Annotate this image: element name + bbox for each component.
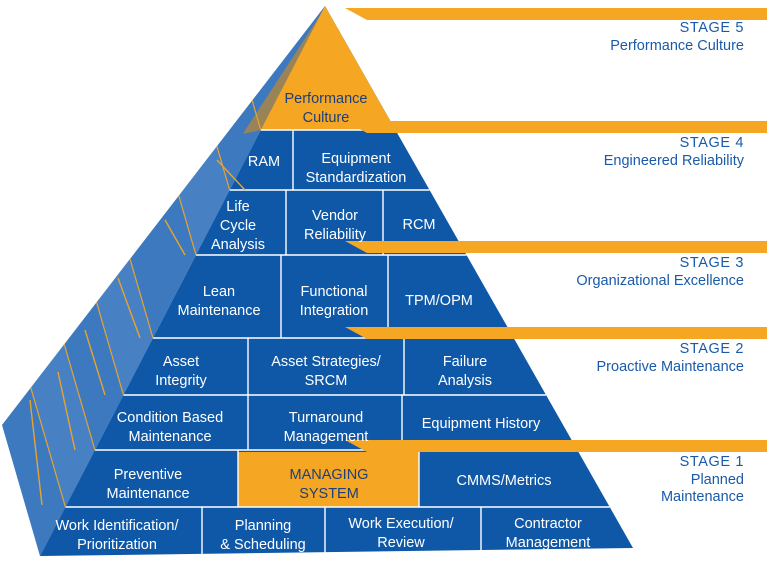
block-label-turnaround-management: Turnaround <box>289 410 363 426</box>
side-row-divider <box>95 302 125 396</box>
block-label-planning-scheduling: Planning <box>235 518 291 534</box>
left-face-strip <box>96 258 153 395</box>
front-face-shape <box>40 6 633 556</box>
block-label-tpm-opm: TPM/OPM <box>405 293 473 309</box>
block-label-planning-scheduling: & Scheduling <box>220 537 305 553</box>
stage-name: Organizational Excellence <box>576 273 744 289</box>
block-label-condition-based-maintenance: Maintenance <box>128 429 211 445</box>
side-row-divider <box>178 195 197 256</box>
block-label-functional-integration: Integration <box>300 303 369 319</box>
block-label-life-cycle-analysis: Life <box>226 199 249 215</box>
block-label-vendor-reliability: Reliability <box>304 227 367 243</box>
side-connector-line <box>216 159 246 191</box>
block-label-equipment-standardization: Equipment <box>321 151 390 167</box>
managing-system-shape <box>238 452 419 507</box>
block-label-life-cycle-analysis: Cycle <box>220 218 256 234</box>
block-label-asset-strategies-srcm: SRCM <box>305 373 348 389</box>
block-label-failure-analysis: Analysis <box>438 373 492 389</box>
stage-title: STAGE 2 <box>680 341 744 357</box>
side-row-divider <box>63 344 96 451</box>
block-label-rcm: RCM <box>402 217 435 233</box>
pyramid-grid-lines <box>29 100 610 556</box>
stage-bar <box>345 8 767 20</box>
left-face-strip <box>178 146 230 255</box>
stage-bar <box>345 121 767 133</box>
block-label-managing-system: SYSTEM <box>299 486 359 502</box>
side-row-divider <box>251 100 262 131</box>
block-label-preventive-maintenance: Maintenance <box>106 486 189 502</box>
stage-title: STAGE 1 <box>680 454 744 470</box>
stage-name: Maintenance <box>661 489 744 505</box>
pyramid-front-face <box>40 6 633 556</box>
block-label-equipment-history: Equipment History <box>422 416 541 432</box>
stage-name: Planned <box>691 472 744 488</box>
stage-title: STAGE 5 <box>680 20 744 36</box>
block-label-vendor-reliability: Vendor <box>312 208 358 224</box>
stage-name: Performance Culture <box>610 38 744 54</box>
block-label-condition-based-maintenance: Condition Based <box>117 410 223 426</box>
side-connector-line <box>117 277 141 339</box>
side-connector-line <box>29 399 43 506</box>
block-label-contractor-management: Contractor <box>514 516 582 532</box>
block-label-lean-maintenance: Lean <box>203 284 235 300</box>
stage-name: Engineered Reliability <box>604 153 745 169</box>
block-label-contractor-management: Management <box>506 535 591 551</box>
block-label-preventive-maintenance: Preventive <box>114 467 183 483</box>
block-label-asset-integrity: Integrity <box>155 373 207 389</box>
apex-shape <box>260 6 396 130</box>
block-label-ram: RAM <box>248 154 280 170</box>
stage-bars <box>345 8 767 452</box>
stage-title: STAGE 4 <box>680 135 744 151</box>
side-connector-line <box>57 371 76 451</box>
block-label-performance-culture: Performance <box>284 91 367 107</box>
block-label-work-execution-review: Review <box>377 535 425 551</box>
stage-bar <box>345 327 767 339</box>
side-connector-line <box>164 219 186 256</box>
left-face-strip <box>30 344 95 507</box>
side-connector-line <box>84 329 106 396</box>
side-row-divider <box>129 258 154 339</box>
left-face-shape <box>2 6 325 556</box>
block-label-turnaround-management: Management <box>284 429 369 445</box>
stage-bar <box>345 440 767 452</box>
block-label-equipment-standardization: Standardization <box>306 170 407 186</box>
stage-name: Proactive Maintenance <box>597 359 745 375</box>
block-label-failure-analysis: Failure <box>443 354 487 370</box>
block-label-cmms-metrics: CMMS/Metrics <box>456 473 551 489</box>
stage-bar <box>345 241 767 253</box>
block-label-asset-integrity: Asset <box>163 354 199 370</box>
stage-title: STAGE 3 <box>680 255 744 271</box>
block-label-performance-culture: Culture <box>303 110 350 126</box>
side-row-divider <box>30 387 66 508</box>
side-row-divider <box>216 146 231 191</box>
block-label-managing-system: MANAGING <box>290 467 369 483</box>
block-label-asset-strategies-srcm: Asset Strategies/ <box>271 354 382 370</box>
block-label-lean-maintenance: Maintenance <box>177 303 260 319</box>
block-label-life-cycle-analysis: Analysis <box>211 237 265 253</box>
block-label-functional-integration: Functional <box>301 284 368 300</box>
block-label-work-execution-review: Work Execution/ <box>348 516 454 532</box>
block-label-work-identification-prioritization: Prioritization <box>77 537 157 553</box>
block-label-work-identification-prioritization: Work Identification/ <box>55 518 179 534</box>
pyramid-left-face <box>2 6 325 556</box>
